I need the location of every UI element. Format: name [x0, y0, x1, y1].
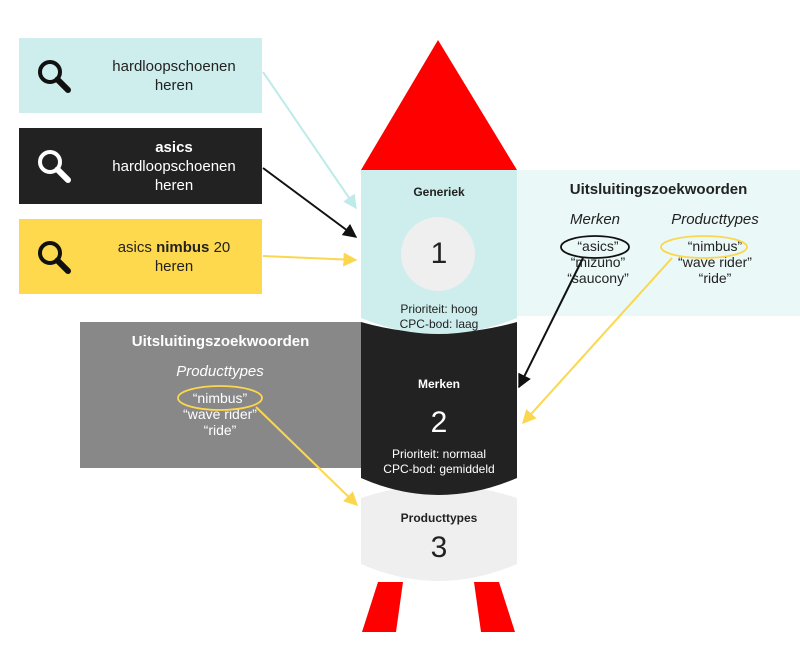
stage-1-number: 1 — [430, 237, 448, 270]
stage-1-priority: Prioriteit: hoog — [400, 302, 478, 316]
query-1-line-2: heren — [154, 77, 194, 94]
stage-1-bid: CPC-bod: laag — [399, 317, 479, 331]
magnifier-icon — [38, 241, 71, 274]
query-3-line-2: heren — [154, 258, 194, 275]
producttypes-header-right: Producttypes — [671, 211, 759, 228]
arrow-query-3 — [262, 252, 358, 267]
brand-negative-list: “asics” “mizuno” “saucony” — [548, 238, 648, 286]
brand-negative-item: “asics” — [577, 238, 619, 254]
query-3-line-1: asics nimbus 20 — [117, 239, 231, 256]
stage-2-number: 2 — [430, 406, 448, 439]
query-2-line-3: heren — [154, 177, 194, 194]
stage-2-priority: Prioriteit: normaal — [391, 447, 487, 461]
magnifier-icon — [38, 60, 71, 93]
magnifier-icon — [38, 150, 71, 183]
rocket-stage-2-body — [361, 322, 517, 495]
producttype-negative-item: “wave rider” — [183, 406, 257, 422]
producttype-negative-item: “ride” — [698, 270, 732, 286]
query-1-line-1: hardloopschoenen — [112, 58, 236, 75]
negative-keywords-title-left: Uitsluitingszoekwoorden — [131, 333, 310, 350]
stage-1-title: Generiek — [413, 185, 465, 199]
rocket-fin-right — [474, 582, 515, 632]
arrow-query-2 — [262, 167, 358, 238]
search-query-1: hardloopschoenen heren — [19, 38, 262, 113]
stage-1-number-circle — [401, 217, 475, 291]
search-query-3: asics nimbus 20 heren — [19, 219, 262, 294]
producttypes-header-left: Producttypes — [176, 363, 264, 380]
stage-2-bid: CPC-bod: gemiddeld — [383, 462, 495, 476]
brand-negative-item: “mizuno” — [570, 254, 626, 270]
negative-keywords-title-right: Uitsluitingszoekwoorden — [569, 181, 748, 198]
brand-negative-item: “saucony” — [567, 270, 629, 286]
search-query-2: asics hardloopschoenen heren — [19, 128, 262, 204]
producttype-negative-item: “ride” — [203, 422, 237, 438]
rocket-stage-3-body — [361, 485, 517, 581]
producttype-negative-item: “nimbus” — [192, 390, 248, 406]
query-2-line-2: hardloopschoenen — [112, 158, 236, 175]
rocket-fin-left — [362, 582, 403, 632]
producttype-negative-list-right: “nimbus” “wave rider” “ride” — [660, 238, 770, 286]
stage-2-title: Merken — [417, 377, 461, 391]
rocket-nose — [361, 40, 517, 170]
stage-2-meta: Prioriteit: normaal CPC-bod: gemiddeld — [361, 447, 517, 477]
brands-header: Merken — [569, 211, 621, 228]
stage-3-title: Producttypes — [400, 511, 478, 525]
producttype-negative-list-left: “nimbus” “wave rider” “ride” — [165, 390, 275, 438]
query-2-line-1: asics — [155, 139, 193, 156]
stage-1-meta: Prioriteit: hoog CPC-bod: laag — [361, 302, 517, 332]
arrow-query-1 — [262, 71, 357, 210]
producttype-negative-item: “wave rider” — [678, 254, 752, 270]
stage-3-number: 3 — [430, 531, 448, 564]
producttype-negative-item: “nimbus” — [687, 238, 743, 254]
